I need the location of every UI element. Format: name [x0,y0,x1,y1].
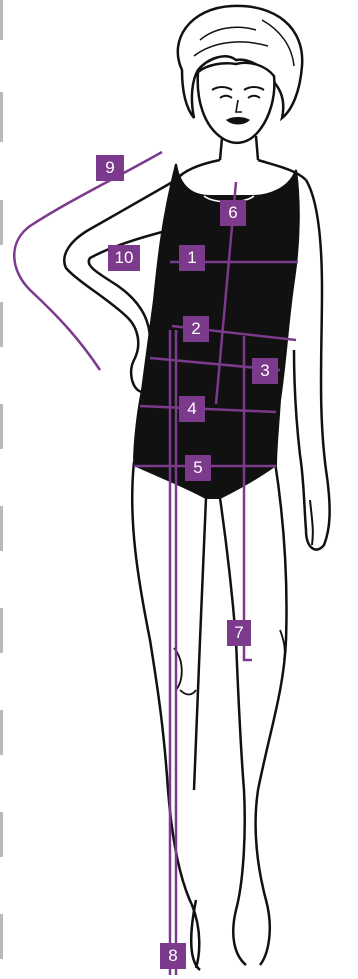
right-leg [256,462,287,965]
marker-5: 5 [185,455,211,481]
marker-7: 7 [227,620,251,646]
marker-9: 9 [96,155,124,181]
marker-6: 6 [220,200,246,226]
marker-2: 2 [183,316,209,342]
marker-1: 1 [179,245,205,271]
marker-4: 4 [179,396,205,422]
left-leg [132,462,199,968]
marker-3: 3 [252,358,278,384]
marker-8: 8 [160,943,186,969]
face [198,63,275,143]
marker-10: 10 [108,245,140,271]
